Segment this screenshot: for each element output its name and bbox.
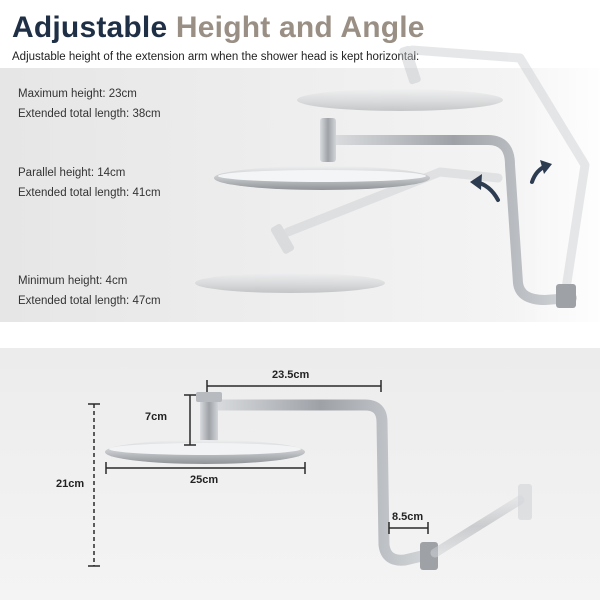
head-diameter-dimension: 25cm <box>190 474 219 486</box>
parallel-height-label: Parallel height: 14cm <box>18 167 126 179</box>
min-length-label: Extended total length: 47cm <box>18 295 161 307</box>
dimension-drawing <box>105 392 532 570</box>
total-height-dimension: 21cm <box>56 478 85 490</box>
parallel-length-label: Extended total length: 41cm <box>18 187 161 199</box>
page-subtitle: Adjustable height of the extension arm w… <box>12 51 420 63</box>
offset-dimension: 8.5cm <box>392 511 424 523</box>
title-part-1: Adjustable <box>12 11 168 44</box>
min-position-arm <box>195 167 503 293</box>
parallel-position-arm <box>214 118 577 308</box>
dimension-lines <box>88 380 429 567</box>
min-height-label: Minimum height: 4cm <box>18 275 128 287</box>
rotate-arrow-head-icon <box>470 174 482 190</box>
page-title: Adjustable Height and Angle <box>12 10 425 46</box>
positions-panel <box>0 68 600 322</box>
max-position-arm <box>297 45 590 300</box>
dimensions-panel <box>0 348 600 600</box>
max-height-label: Maximum height: 23cm <box>18 88 137 100</box>
title-part-2: Height and Angle <box>175 11 425 44</box>
arm-length-dimension: 23.5cm <box>272 369 310 381</box>
max-length-label: Extended total length: 38cm <box>18 108 161 120</box>
connector-height-dimension: 7cm <box>145 411 168 423</box>
